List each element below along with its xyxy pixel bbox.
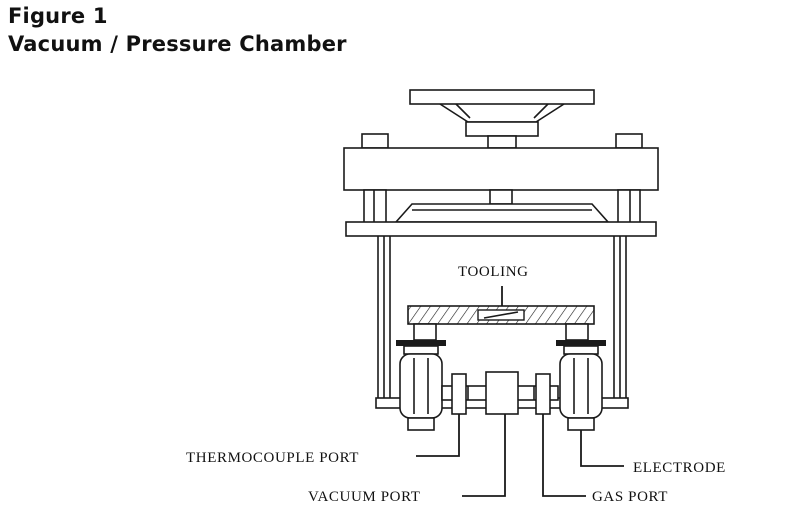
figure-number: Figure 1	[8, 4, 108, 28]
electrode-label: ELECTRODE	[633, 460, 726, 476]
bottom-ports	[441, 371, 559, 415]
tooling-label: TOOLING	[458, 264, 529, 280]
right-electrode	[556, 340, 606, 431]
electrode-leader	[580, 430, 624, 467]
upper-posts	[361, 133, 643, 149]
top-plate	[343, 147, 659, 191]
thermocouple-port-label: THERMOCOUPLE PORT	[186, 450, 359, 466]
gas-port-label: GAS PORT	[592, 489, 668, 505]
vacuum-port-leader	[462, 414, 506, 497]
figure-title: Vacuum / Pressure Chamber	[8, 32, 347, 56]
tooling-supports	[413, 323, 589, 341]
vacuum-port-label: VACUUM PORT	[308, 489, 421, 505]
gas-port-leader	[542, 414, 586, 497]
left-electrode	[396, 340, 446, 431]
thermocouple-port-leader	[416, 414, 460, 457]
tooling-plate	[407, 305, 595, 325]
leader-lines	[416, 414, 624, 497]
chamber-lid	[394, 203, 610, 223]
lid-plate	[345, 221, 657, 237]
top-handle	[409, 89, 595, 137]
support-columns	[363, 189, 641, 225]
